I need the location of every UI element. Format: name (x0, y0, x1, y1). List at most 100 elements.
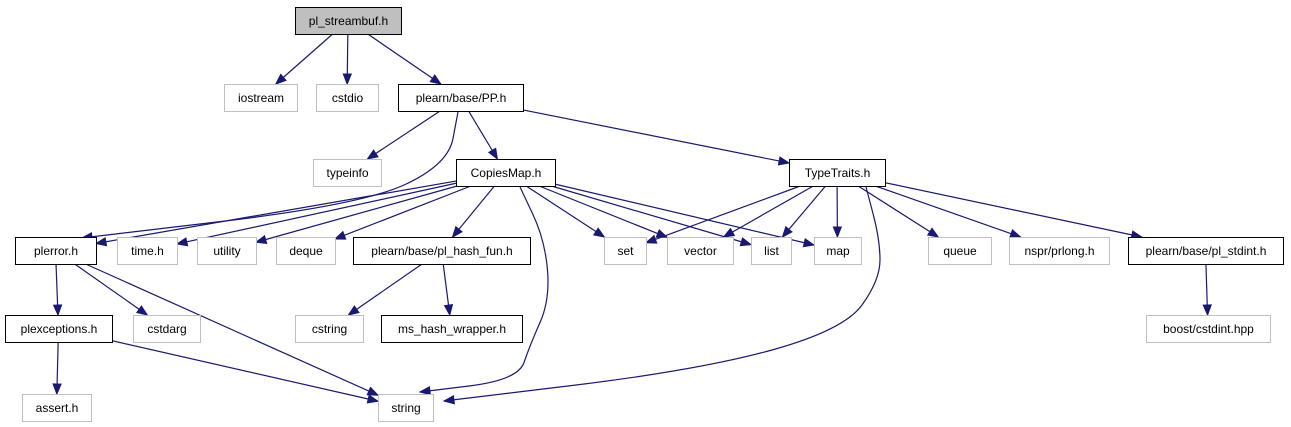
node-label: TypeTraits.h (805, 166, 871, 180)
arrowhead (342, 73, 353, 86)
arrowhead (644, 234, 658, 244)
node-queue: queue (928, 237, 992, 265)
node-pl_hash_fun[interactable]: plearn/base/pl_hash_fun.h (353, 237, 531, 265)
node-label: boost/cstdint.hpp (1163, 322, 1254, 336)
node-box (224, 84, 298, 112)
node-ms_hash_wrapper[interactable]: ms_hash_wrapper.h (381, 315, 523, 343)
edge-line (723, 185, 814, 238)
arrowhead (52, 304, 63, 317)
edge-line (538, 185, 668, 238)
node-typeinfo: typeinfo (313, 159, 382, 187)
node-box (22, 394, 92, 422)
edge-line (367, 110, 441, 160)
node-box (1146, 315, 1271, 343)
edge-copiesmap-to-plerror (94, 180, 457, 247)
node-copiesmap[interactable]: CopiesMap.h (456, 159, 556, 187)
edge-pl_hash_fun-to-cstring (347, 263, 423, 316)
node-box (316, 84, 379, 112)
edges-layer (52, 33, 1212, 405)
edge-line (275, 33, 334, 85)
edge-line (255, 185, 458, 243)
edge-typetraits-to-set (644, 185, 801, 244)
arrowhead (135, 305, 149, 316)
node-label: assert.h (36, 401, 79, 415)
edge-line (554, 183, 815, 246)
node-boost_cstdint: boost/cstdint.hpp (1146, 315, 1271, 343)
edge-copiesmap-to-string (418, 186, 549, 396)
node-pl_stdint[interactable]: plearn/base/pl_stdint.h (1128, 237, 1284, 265)
arrowhead (1009, 229, 1022, 238)
node-plexceptions[interactable]: plexceptions.h (5, 315, 113, 343)
arrowhead (333, 230, 347, 240)
arrowhead (347, 305, 360, 316)
node-label: cstdio (332, 91, 364, 105)
node-box (313, 159, 382, 187)
node-label: queue (943, 244, 977, 258)
node-label: string (391, 401, 420, 415)
node-label: time.h (131, 244, 164, 258)
edge-line (884, 182, 1142, 238)
node-list: list (751, 237, 792, 265)
edge-copiesmap-to-list (551, 185, 753, 247)
node-box (15, 237, 97, 265)
arrowhead (832, 226, 843, 239)
node-plerror[interactable]: plerror.h (15, 237, 97, 265)
edge-line (85, 263, 379, 396)
arrowhead (722, 227, 736, 238)
node-box (1009, 237, 1110, 265)
node-string: string (378, 394, 434, 422)
node-box (197, 237, 257, 265)
node-typetraits[interactable]: TypeTraits.h (789, 159, 886, 187)
edge-line (452, 185, 495, 238)
edge-typetraits-to-string (442, 186, 881, 405)
node-set: set (604, 237, 647, 265)
arrowhead (443, 303, 454, 317)
arrowhead (739, 237, 753, 247)
edge-pl_stdint-to-boost_cstdint (1202, 263, 1212, 317)
arrowhead (592, 227, 606, 238)
edge-plerror-to-plexceptions (52, 263, 63, 317)
edge-copiesmap-to-deque (333, 185, 472, 240)
arrowhead (781, 225, 793, 239)
node-prlong: nspr/prlong.h (1009, 237, 1110, 265)
edge-line (857, 185, 939, 238)
arrowhead (442, 395, 455, 405)
edge-line (348, 263, 423, 316)
node-label: deque (289, 244, 323, 258)
node-box (378, 394, 434, 422)
edge-typetraits-to-map (832, 185, 843, 239)
node-pp[interactable]: plearn/base/PP.h (398, 84, 524, 112)
edge-typetraits-to-list (781, 185, 827, 239)
edge-pl_streambuf-to-cstdio (342, 33, 353, 86)
edge-line (419, 186, 549, 393)
arrowhead (94, 237, 108, 247)
arrowhead (1202, 304, 1212, 317)
arrowhead (777, 156, 791, 166)
node-label: vector (684, 244, 717, 258)
arrowhead (274, 73, 287, 85)
node-map: map (814, 237, 862, 265)
node-box (5, 315, 113, 343)
node-label: cstdarg (147, 322, 186, 336)
edge-line (443, 186, 881, 402)
node-pl_streambuf[interactable]: pl_streambuf.h (295, 7, 402, 35)
edge-line (367, 33, 442, 85)
node-box (751, 237, 792, 265)
node-label: pl_streambuf.h (309, 14, 388, 28)
edge-line (522, 109, 790, 164)
node-label: plexceptions.h (21, 322, 98, 336)
node-label: plerror.h (34, 244, 78, 258)
arrowhead (366, 149, 379, 160)
arrowhead (429, 74, 442, 85)
edge-copiesmap-to-pl_hash_fun (451, 185, 495, 239)
node-label: nspr/prlong.h (1024, 244, 1094, 258)
edge-line (645, 185, 801, 244)
node-vector: vector (667, 237, 734, 265)
edge-plexceptions-to-string (111, 340, 380, 404)
node-box (398, 84, 524, 112)
edge-pl_hash_fun-to-ms_hash_wrapper (442, 263, 454, 317)
edge-copiesmap-to-set (525, 185, 606, 238)
